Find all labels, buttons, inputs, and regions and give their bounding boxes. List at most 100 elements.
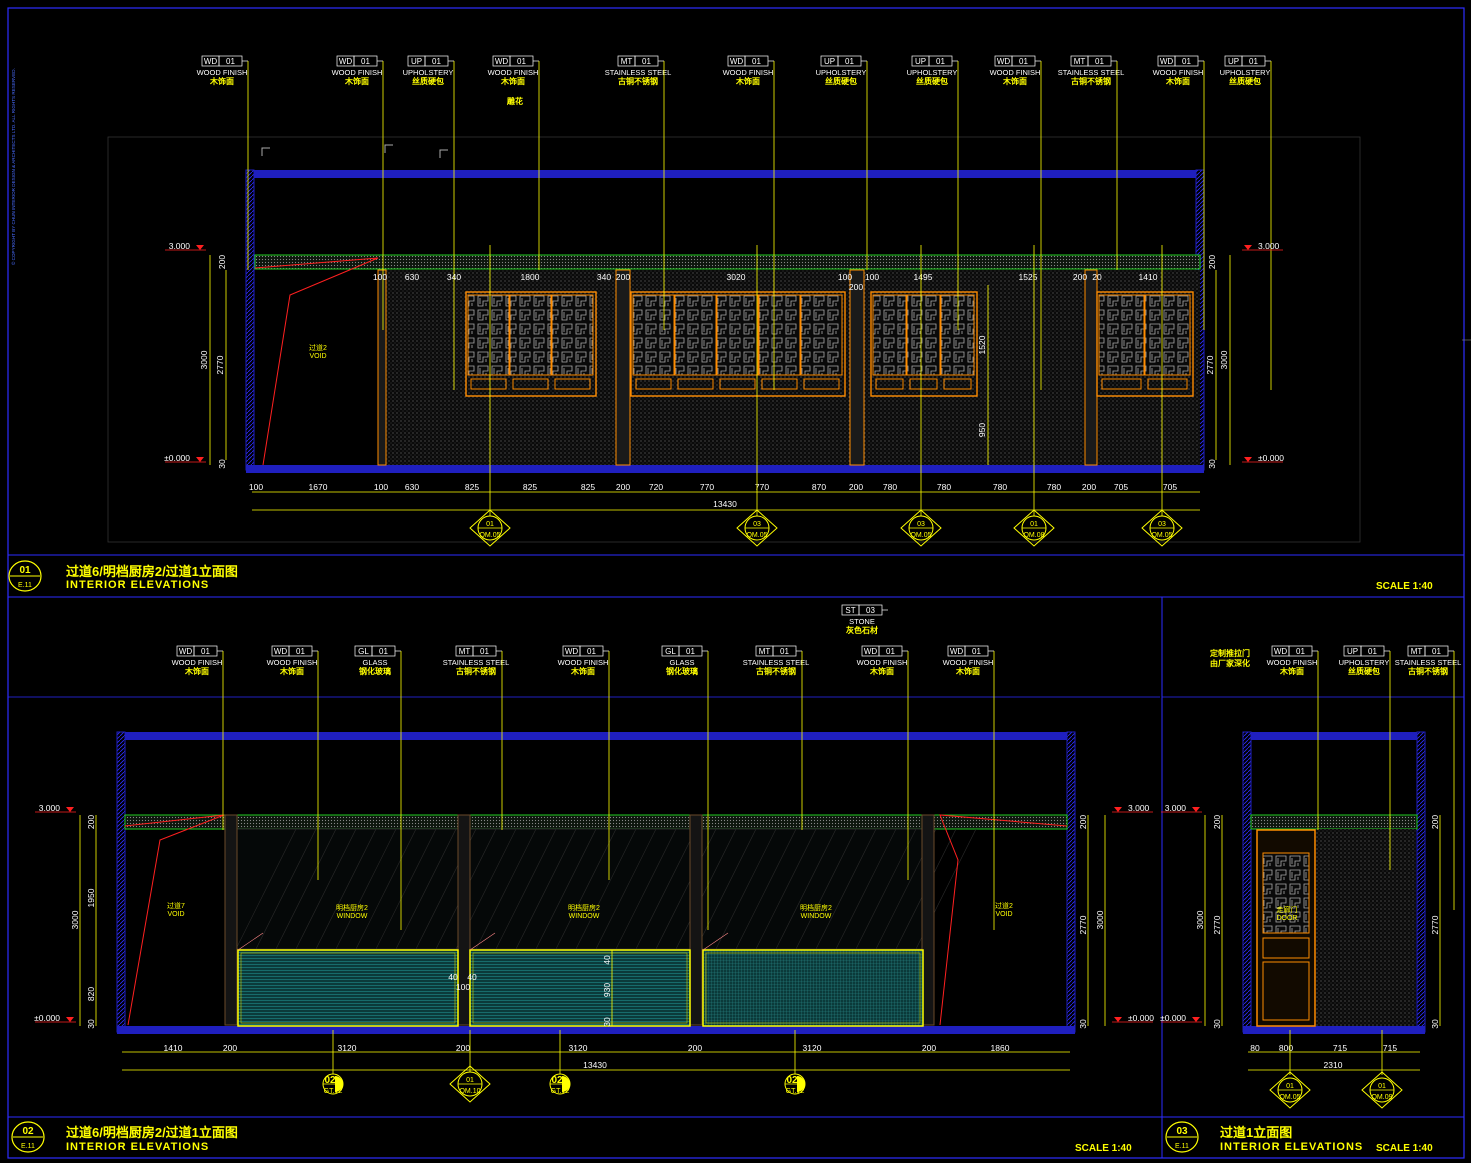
view-number: 01 (19, 565, 31, 576)
dim-value: 200 (1212, 815, 1222, 829)
window-label-en: WINDOW (569, 913, 600, 920)
callout-num: 03 (866, 606, 875, 615)
left-wall (116, 731, 126, 1033)
callout-material: WOOD FINISH (332, 68, 383, 77)
dim-bottom: 1860 (991, 1043, 1010, 1053)
callout-material: UPHOLSTERY (1220, 68, 1271, 77)
dim-value: 30 (217, 459, 227, 469)
level-value: ±0.000 (1160, 1013, 1186, 1023)
dim-top: 100 (373, 272, 387, 282)
window-label-en: WINDOW (801, 913, 832, 920)
callout-code: MT (621, 57, 633, 66)
dim-top: 200 (1073, 272, 1087, 282)
callout-num: 01 (296, 647, 305, 656)
callout-material: GLASS (362, 658, 387, 667)
callout-material: WOOD FINISH (943, 658, 994, 667)
section-diamond (900, 509, 942, 547)
callout-num: 01 (1182, 57, 1191, 66)
callout-material: WOOD FINISH (267, 658, 318, 667)
column (224, 814, 238, 1026)
callout-num: 01 (1368, 647, 1377, 656)
glass-reflection (775, 828, 837, 950)
view-scale: SCALE 1:40 (1376, 1143, 1433, 1154)
void-label-en: VOID (309, 353, 326, 360)
callout-material-cn: 木饰面 (500, 76, 525, 86)
level-marker: ±0.000 (1242, 453, 1284, 463)
sheet-ref: E.11 (1175, 1143, 1189, 1150)
callout-code: WD (565, 647, 579, 656)
void-section-line (939, 814, 1068, 1026)
window-frame (1096, 291, 1194, 397)
dim-bottom: 3120 (569, 1043, 588, 1053)
callout-material: UPHOLSTERY (1339, 658, 1390, 667)
dim-total: 13430 (713, 499, 737, 509)
lattice-panel (674, 294, 717, 376)
dim-value: 2770 (1205, 355, 1215, 374)
view-number: 03 (1176, 1126, 1188, 1137)
lattice-base (635, 378, 672, 390)
callout-material: WOOD FINISH (857, 658, 908, 667)
dim-bottom: 780 (883, 482, 897, 492)
column (615, 269, 631, 466)
lattice-panel (716, 294, 759, 376)
dim-bottom: 80 (1250, 1043, 1260, 1053)
callout-material: WOOD FINISH (990, 68, 1041, 77)
section-num: 02 (324, 1075, 336, 1086)
callout-material: STAINLESS STEEL (605, 68, 672, 77)
dim-bottom: 705 (1114, 482, 1128, 492)
level-triangle (196, 245, 204, 250)
level-triangle (1244, 457, 1252, 462)
dim-value: 2770 (1078, 915, 1088, 934)
dim-total: 13430 (583, 1060, 607, 1070)
callout-num: 01 (587, 647, 596, 656)
door-label-en: DOOR (1277, 915, 1298, 922)
dim-top: 20 (1092, 272, 1102, 282)
right-wall (1066, 731, 1076, 1033)
dim-top: 1525 (1019, 272, 1038, 282)
callout-material-cn: 木饰面 (344, 76, 369, 86)
door-note: 定制推拉门 (1209, 648, 1250, 658)
callout-material: WOOD FINISH (488, 68, 539, 77)
callout-material-cn: 木饰面 (1165, 76, 1190, 86)
window-frame (465, 291, 597, 397)
level-marker: ±0.000 (1112, 1013, 1154, 1023)
floor-slab (1243, 1026, 1425, 1034)
view-title: 过道6/明档厨房2/过道1立面图 (66, 1125, 238, 1140)
dim-bottom: 780 (1047, 482, 1061, 492)
window-label: 明档厨房2 (568, 903, 600, 912)
glass-reflection (555, 828, 617, 950)
dim-bottom: 870 (812, 482, 826, 492)
callout-num: 01 (1249, 57, 1258, 66)
view-scale: SCALE 1:40 (1075, 1143, 1132, 1154)
void-label: 过道2 (995, 901, 1013, 910)
level-triangle (1114, 1017, 1122, 1022)
door-panel (1262, 937, 1310, 959)
dim-bottom: 715 (1333, 1043, 1347, 1053)
glass-reflection (335, 828, 397, 950)
level-value: ±0.000 (34, 1013, 60, 1023)
title-block-03: 03 E.11 过道1立面图 INTERIOR ELEVATIONS SCALE… (1165, 1121, 1433, 1154)
left-wall (1242, 731, 1252, 1033)
callout-num: 01 (1432, 647, 1441, 656)
lattice-base (677, 378, 714, 390)
glass-reflection (495, 828, 557, 950)
dim-bottom: 780 (993, 482, 1007, 492)
callout-num: 01 (780, 647, 789, 656)
